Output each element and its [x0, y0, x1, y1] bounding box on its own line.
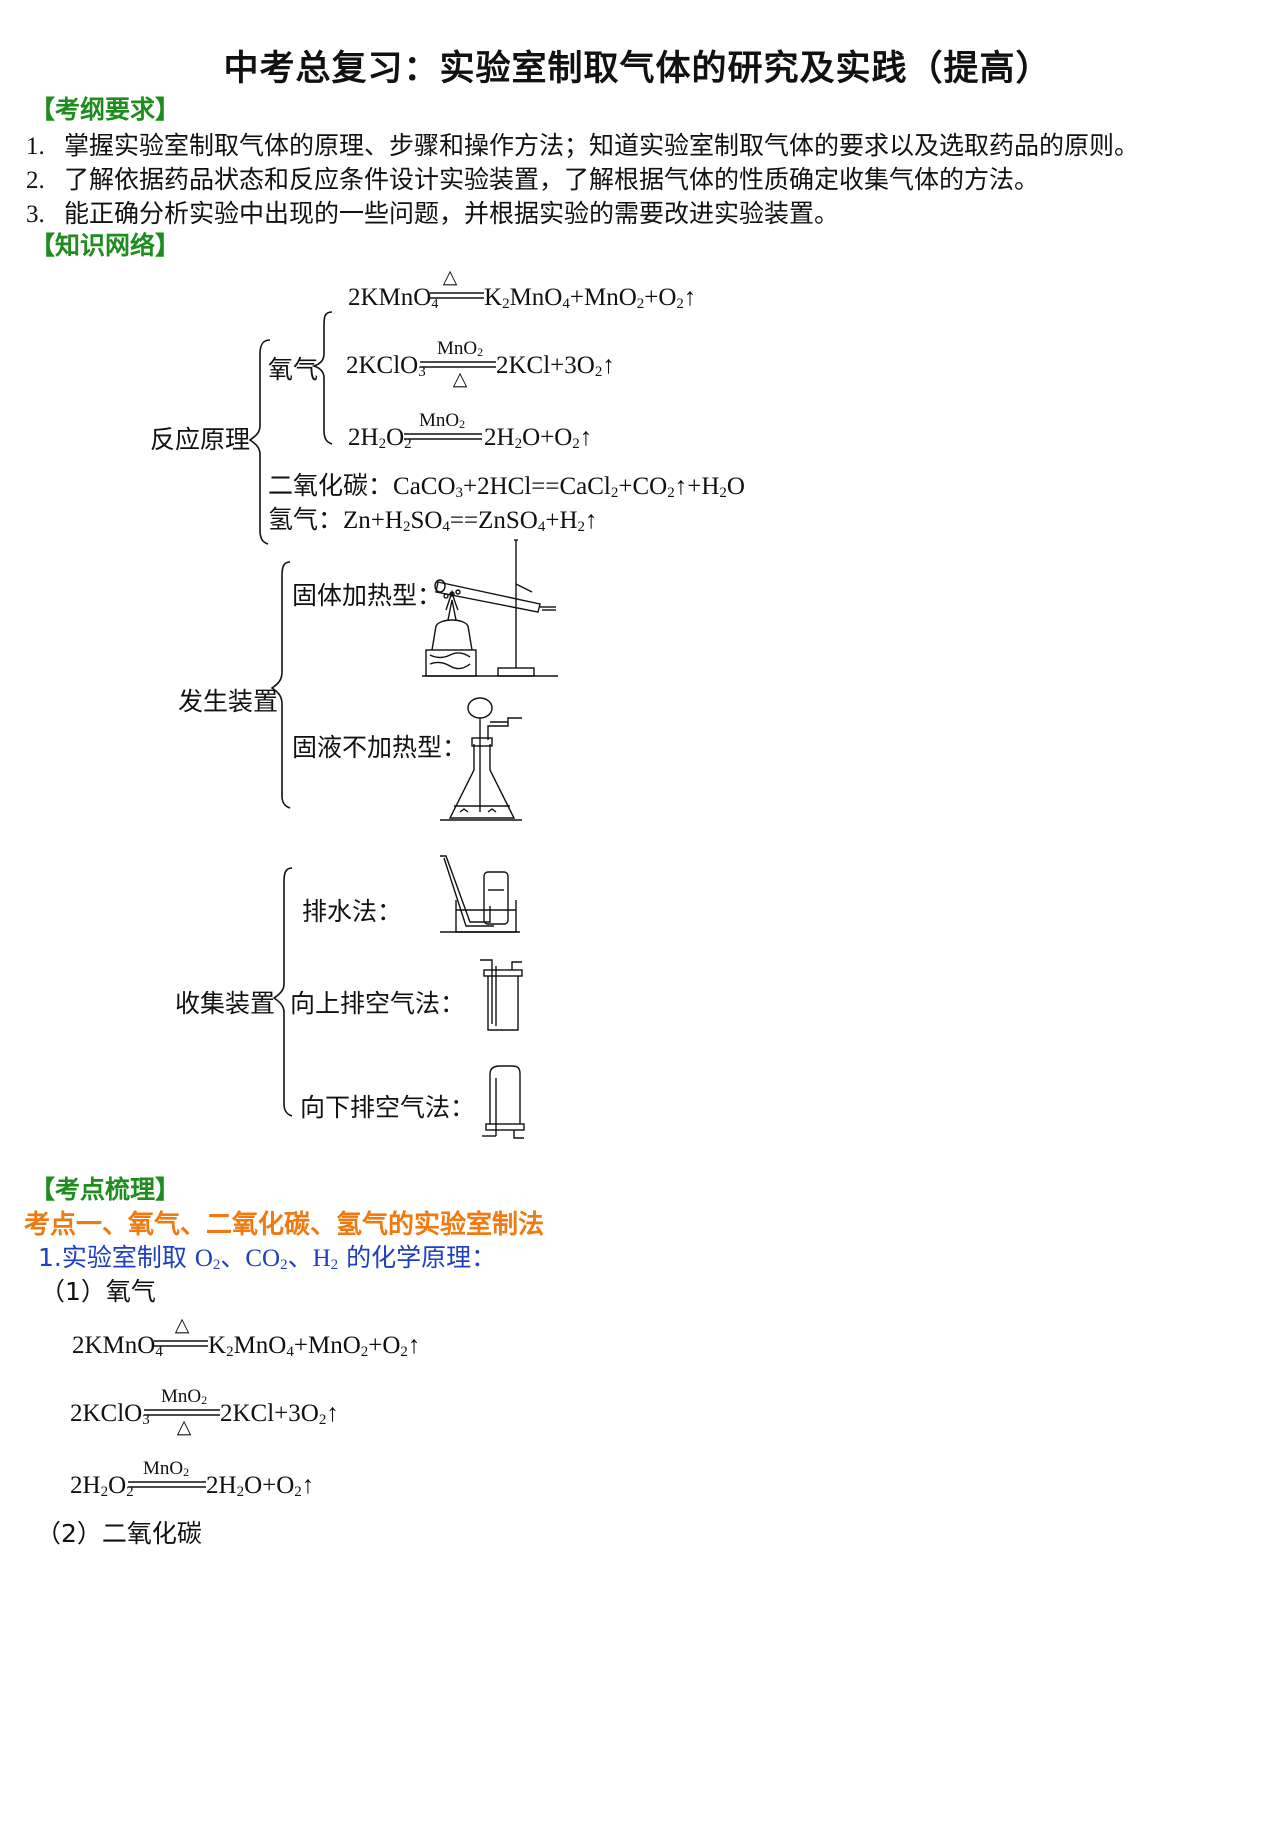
- brace-reaction: [248, 339, 271, 545]
- oxygen-label: 氧气: [268, 355, 319, 384]
- brace-collection: [272, 867, 293, 1117]
- point-one-heading: 考点一、氧气、二氧化碳、氢气的实验室制法: [24, 1210, 545, 1240]
- co2-subheading: （2）二氧化碳: [36, 1519, 202, 1548]
- h2-equation: 氢气：Zn+H2SO4==ZnSO4+H2↑: [268, 500, 598, 536]
- reaction-arrows: [128, 292, 496, 1488]
- equation-h2o2-right: 2H2O+O2↑: [484, 424, 593, 452]
- equation-kmno4-left-2: 2KMnO4: [72, 1332, 163, 1360]
- collection-label: 收集装置: [175, 989, 276, 1018]
- downward-air-apparatus-icon: [482, 1065, 525, 1139]
- section-requirements-heading: 【考纲要求】: [30, 95, 181, 124]
- requirement-number: 3.: [26, 201, 45, 228]
- oxygen-subheading: （1）氧气: [40, 1277, 156, 1306]
- point-one-subheading: 1.实验室制取 O2、CO2、H2 的化学原理：: [38, 1243, 497, 1273]
- requirement-text: 能正确分析实验中出现的一些问题，并根据实验的需要改进实验装置。: [64, 199, 840, 228]
- catalyst-condition: MnO2: [436, 338, 484, 359]
- equation-h2o2-left: 2H2O2: [348, 424, 412, 452]
- equation-kmno4-left: 2KMnO4: [348, 284, 439, 312]
- catalyst-condition: MnO2: [418, 410, 466, 431]
- catalyst-condition: MnO2: [142, 1458, 190, 1479]
- section-points-heading: 【考点梳理】: [30, 1175, 181, 1204]
- section-network-heading: 【知识网络】: [30, 231, 181, 260]
- requirement-number: 2.: [26, 167, 45, 194]
- equation-kclo3-left: 2KClO3: [346, 352, 426, 380]
- generation-label: 发生装置: [178, 687, 279, 716]
- requirement-text: 掌握实验室制取气体的原理、步骤和操作方法；知道实验室制取气体的要求以及选取药品的…: [64, 131, 1140, 160]
- requirement-item-2: 2. 了解依据药品状态和反应条件设计实验装置，了解根据气体的性质确定收集气体的方法…: [26, 160, 1039, 196]
- equation-h2o2-right-2: 2H2O+O2↑: [206, 1472, 315, 1500]
- solid-heat-label: 固体加热型：: [292, 581, 443, 610]
- brace-oxygen: [311, 311, 333, 445]
- requirement-item-3: 3. 能正确分析实验中出现的一些问题，并根据实验的需要改进实验装置。: [26, 194, 839, 230]
- braces: [248, 311, 333, 1117]
- equation-kclo3-right-2: 2KCl+3O2↑: [220, 1400, 339, 1428]
- h2-label: 氢气：: [268, 505, 344, 534]
- water-displacement-apparatus-icon: [440, 855, 520, 933]
- co2-formula: CaCO3+2HCl==CaCl2+CO2↑+H2O: [393, 473, 745, 501]
- heat-condition: △: [176, 1417, 192, 1438]
- requirement-item-1: 1. 掌握实验室制取气体的原理、步骤和操作方法；知道实验室制取气体的要求以及选取药…: [26, 126, 1139, 162]
- h2-formula: Zn+H2SO4==ZnSO4+H2↑: [343, 507, 598, 535]
- equation-kmno4-right: K2MnO4+MnO2+O2↑: [484, 284, 697, 312]
- co2-label: 二氧化碳：: [268, 471, 394, 500]
- heat-condition: △: [442, 267, 458, 288]
- requirement-number: 1.: [26, 133, 45, 160]
- page-title: 中考总复习：实验室制取气体的研究及实践（提高）: [223, 49, 1052, 89]
- heat-condition: △: [452, 369, 468, 390]
- reaction-principle-label: 反应原理: [150, 425, 251, 454]
- equation-kclo3-right: 2KCl+3O2↑: [496, 352, 615, 380]
- downward-air-label: 向下排空气法：: [300, 1093, 476, 1122]
- equation-kmno4-right-2: K2MnO4+MnO2+O2↑: [208, 1332, 421, 1360]
- equation-kclo3-left-2: 2KClO3: [70, 1400, 150, 1428]
- requirement-text: 了解依据药品状态和反应条件设计实验装置，了解根据气体的性质确定收集气体的方法。: [64, 165, 1040, 194]
- solid-liquid-apparatus-icon: [440, 697, 522, 821]
- brace-generation: [270, 561, 291, 809]
- water-displacement-label: 排水法：: [302, 897, 403, 926]
- heat-condition: △: [174, 1315, 190, 1336]
- catalyst-condition: MnO2: [160, 1386, 208, 1407]
- co2-equation: 二氧化碳：CaCO3+2HCl==CaCl2+CO2↑+H2O: [268, 466, 745, 502]
- solid-heating-apparatus-icon: [422, 539, 558, 677]
- upward-air-label: 向上排空气法：: [290, 989, 466, 1018]
- solid-liquid-label: 固液不加热型：: [292, 733, 468, 762]
- upward-air-apparatus-icon: [480, 959, 523, 1031]
- equation-h2o2-left-2: 2H2O2: [70, 1472, 134, 1500]
